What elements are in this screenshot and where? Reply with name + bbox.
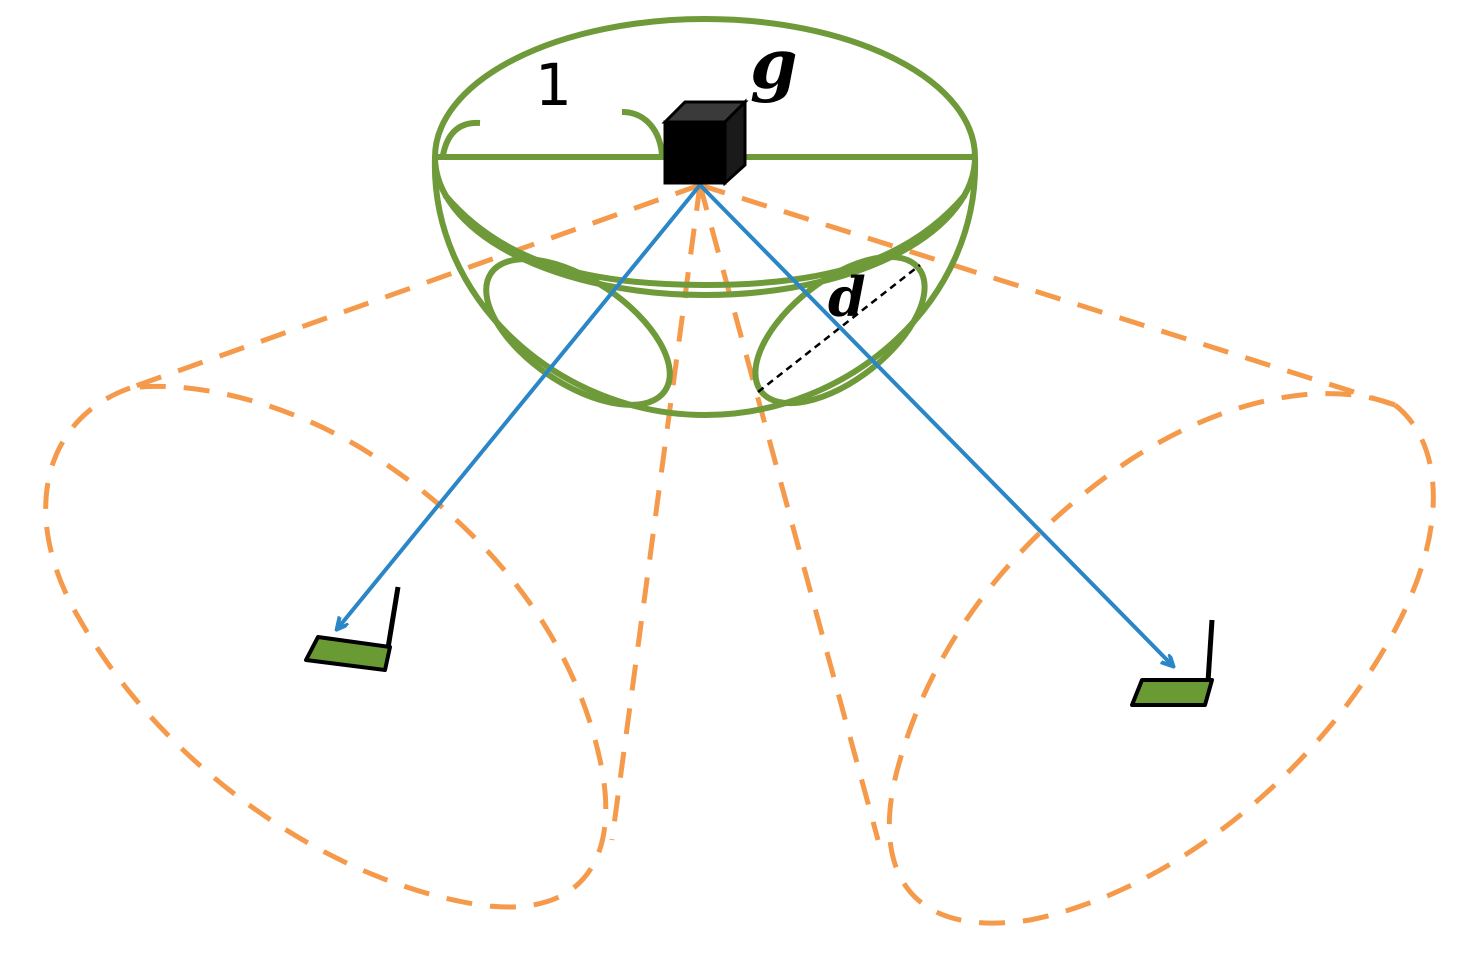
links <box>338 183 1172 665</box>
link-arrow-left <box>338 183 702 628</box>
device-right-icon <box>1130 619 1215 707</box>
radius-tick-right <box>621 109 665 156</box>
right-beam-lobe <box>886 391 1436 926</box>
radius-label: 1 <box>535 51 572 119</box>
aperture-left <box>483 256 673 408</box>
device-left-icon <box>304 586 401 672</box>
aperture-right <box>752 253 928 407</box>
radius-tick-left <box>440 119 481 156</box>
left-beam-lobe <box>43 383 609 910</box>
link-arrow-right <box>698 183 1172 665</box>
dome-inner-arc <box>442 193 968 289</box>
gateway-cube-icon <box>661 98 749 187</box>
antenna-dome <box>431 16 979 419</box>
diameter-label: d <box>828 265 866 329</box>
beam-edge-left-outer <box>129 182 701 391</box>
gateway-label: g <box>750 25 798 105</box>
beam-edge-right-outer <box>699 182 1396 408</box>
dome-bowl <box>431 156 979 419</box>
